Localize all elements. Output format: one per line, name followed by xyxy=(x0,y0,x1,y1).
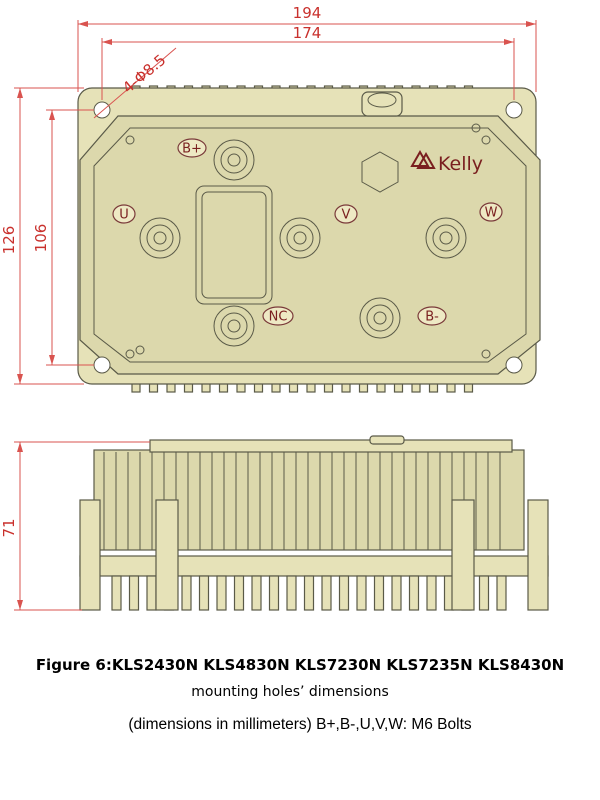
screw xyxy=(481,135,491,145)
figure-subtitle: mounting holes’ dimensions xyxy=(191,684,389,700)
terminal-bolt-ring xyxy=(220,146,248,174)
kelly-logo: Kelly xyxy=(410,149,483,175)
terminal-label-nc: NC xyxy=(269,310,288,325)
terminal-label-w: W xyxy=(485,206,498,221)
dim-hole-spacing-height: 106 xyxy=(32,224,50,253)
terminal-label-v: V xyxy=(342,208,351,223)
mounting-hole-bottom-left xyxy=(93,356,111,374)
side-base-plate xyxy=(79,555,549,577)
terminal-bolt xyxy=(279,217,321,259)
dim-side-height: 71 xyxy=(0,518,18,537)
terminal-bolt-ring xyxy=(220,312,248,340)
side-fin xyxy=(146,575,157,611)
side-fin xyxy=(338,575,350,611)
terminal-bolts xyxy=(139,139,467,347)
terminal-label-u: U xyxy=(119,208,129,223)
dim-overall-width: 194 xyxy=(293,4,322,22)
side-fin xyxy=(216,575,227,611)
side-top-edge xyxy=(149,439,513,453)
figure-note: (dimensions in millimeters) B+,B-,U,V,W:… xyxy=(128,716,472,733)
side-fin xyxy=(111,575,122,611)
side-fin xyxy=(268,575,280,611)
housing-inner-edge xyxy=(93,127,527,363)
side-fin xyxy=(426,575,437,611)
terminal-bolt xyxy=(425,217,467,259)
side-view: 71 xyxy=(0,435,549,611)
terminal-bolt-core xyxy=(293,231,307,245)
side-fin xyxy=(128,575,140,611)
side-fin xyxy=(233,575,245,611)
side-fin xyxy=(373,575,385,611)
side-fin xyxy=(251,575,262,611)
screw xyxy=(125,349,135,359)
side-fin xyxy=(356,575,367,611)
side-boss-left xyxy=(79,499,101,611)
terminal-bolt-ring xyxy=(432,224,460,252)
side-boss-inner-right xyxy=(451,499,475,611)
side-fin xyxy=(478,575,490,611)
side-fin xyxy=(303,575,315,611)
side-fin xyxy=(286,575,297,611)
side-fin xyxy=(408,575,420,611)
side-boss-right xyxy=(527,499,549,611)
top-connector-cap xyxy=(367,92,397,108)
side-boss-inner-left xyxy=(155,499,179,611)
side-ribs xyxy=(103,452,501,550)
terminal-bolt-core xyxy=(439,231,453,245)
terminal-bolt-ring xyxy=(146,224,174,252)
figure-title: Figure 6:KLS2430N KLS4830N KLS7230N KLS7… xyxy=(35,656,565,674)
terminal-bolt-core xyxy=(153,231,167,245)
side-fin xyxy=(391,575,402,611)
controller-drawing: Kelly B+ U V W NC B- 194 xyxy=(0,4,549,611)
terminal-labels: B+ U V W NC B- xyxy=(112,138,503,326)
screw xyxy=(135,345,145,355)
center-window-inner xyxy=(201,191,267,299)
side-fin xyxy=(321,575,332,611)
terminal-bolt xyxy=(213,139,255,181)
side-fin xyxy=(496,575,507,611)
screw xyxy=(471,123,481,133)
side-fin xyxy=(181,575,192,611)
logo-text: Kelly xyxy=(438,153,483,175)
top-view: Kelly B+ U V W NC B- xyxy=(77,85,541,393)
top-connector xyxy=(361,91,403,117)
border-screws xyxy=(125,123,491,359)
terminal-bolt-ring xyxy=(286,224,314,252)
terminal-label-b-minus: B- xyxy=(425,310,439,325)
dim-overall-height: 126 xyxy=(0,226,18,255)
terminal-bolt xyxy=(359,297,401,339)
side-top-connector xyxy=(369,435,405,445)
terminal-bolt-core xyxy=(227,319,241,333)
terminal-bolt xyxy=(213,305,255,347)
side-fin xyxy=(198,575,210,611)
terminal-bolt-ring xyxy=(366,304,394,332)
terminal-label-b-plus: B+ xyxy=(182,142,202,157)
center-window xyxy=(195,185,273,305)
dim-hole-spacing-width: 174 xyxy=(293,24,322,42)
terminal-bolt-core xyxy=(373,311,387,325)
screw xyxy=(125,135,135,145)
terminal-bolt-core xyxy=(227,153,241,167)
hex-nut-icon xyxy=(361,151,399,193)
screw xyxy=(481,349,491,359)
mounting-hole-bottom-right xyxy=(505,356,523,374)
terminal-bolt xyxy=(139,217,181,259)
mounting-hole-top-right xyxy=(505,101,523,119)
